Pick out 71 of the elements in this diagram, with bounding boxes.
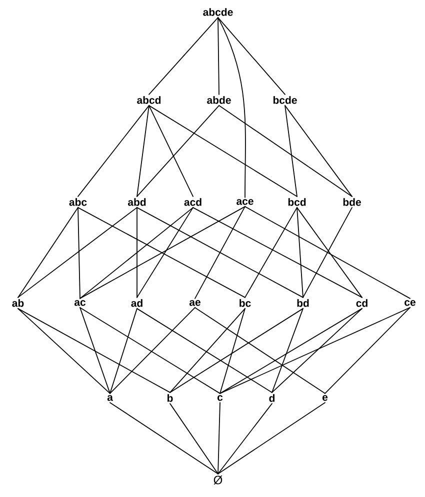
set-label: bde xyxy=(343,198,361,206)
edge-line xyxy=(218,17,286,95)
edge-line xyxy=(272,308,362,393)
edge-line xyxy=(218,402,326,474)
edge-line xyxy=(78,105,150,197)
set-label: e xyxy=(322,395,328,401)
set-label: ab xyxy=(12,299,24,307)
edge-line xyxy=(220,308,362,394)
edge-line xyxy=(18,308,170,393)
edge-line xyxy=(170,308,304,393)
edge-line xyxy=(136,207,304,298)
edge-line xyxy=(110,307,196,394)
edge-line xyxy=(218,105,352,197)
edge-line xyxy=(284,105,352,197)
edge-line xyxy=(220,307,410,394)
edge-line xyxy=(272,308,304,393)
edge-line xyxy=(296,207,362,298)
set-label: c xyxy=(218,395,223,401)
set-label: ae xyxy=(189,300,200,306)
set-label: abc xyxy=(69,198,87,206)
set-label: ac xyxy=(74,300,86,306)
edge-line xyxy=(136,207,138,298)
edge-line xyxy=(302,207,352,298)
edge-line xyxy=(18,308,110,394)
edge-line xyxy=(18,207,138,298)
set-label: bcde xyxy=(273,96,297,104)
edge-line xyxy=(80,307,220,394)
edge-line xyxy=(110,402,218,474)
set-label: bcd xyxy=(288,198,306,206)
edge-line xyxy=(244,207,298,298)
edge-line xyxy=(148,105,298,197)
set-label: abd xyxy=(128,198,146,206)
edge-line xyxy=(220,308,246,394)
edge-line xyxy=(170,403,218,474)
set-label: ce xyxy=(404,300,416,306)
edge-line xyxy=(284,105,298,197)
edge-line xyxy=(80,307,110,394)
edge-line xyxy=(110,308,138,394)
edge-line xyxy=(218,17,220,95)
set-label: ad xyxy=(131,299,142,307)
edge-line xyxy=(136,308,272,393)
set-label: bc xyxy=(240,299,251,307)
edge-line xyxy=(218,402,220,474)
edge-line xyxy=(192,207,362,298)
set-label: abcde xyxy=(203,8,233,16)
edge-line xyxy=(18,207,78,298)
edge-line xyxy=(136,105,220,197)
set-label: abcd xyxy=(137,96,161,104)
set-label: a xyxy=(107,395,113,401)
set-label: d xyxy=(269,394,275,402)
edge-line xyxy=(80,207,194,299)
set-label: ace xyxy=(236,199,254,205)
edge-line xyxy=(170,308,246,393)
edge-line xyxy=(136,207,194,298)
set-label: abde xyxy=(207,96,231,104)
edge-line xyxy=(218,403,272,474)
edge-line xyxy=(148,17,218,95)
edge-line xyxy=(78,207,80,299)
edge-line xyxy=(244,206,410,299)
set-label: Ø xyxy=(214,476,222,484)
set-label: acd xyxy=(184,198,202,206)
edge-line xyxy=(194,307,326,394)
edge-line xyxy=(148,105,194,197)
edge-line xyxy=(218,17,246,198)
set-label: b xyxy=(167,394,173,402)
edge-line xyxy=(136,105,150,197)
set-label: bd xyxy=(297,299,309,307)
edge-line xyxy=(324,307,410,394)
edge-line xyxy=(296,207,304,298)
edge-line xyxy=(194,206,246,299)
set-label: cd xyxy=(356,299,368,307)
